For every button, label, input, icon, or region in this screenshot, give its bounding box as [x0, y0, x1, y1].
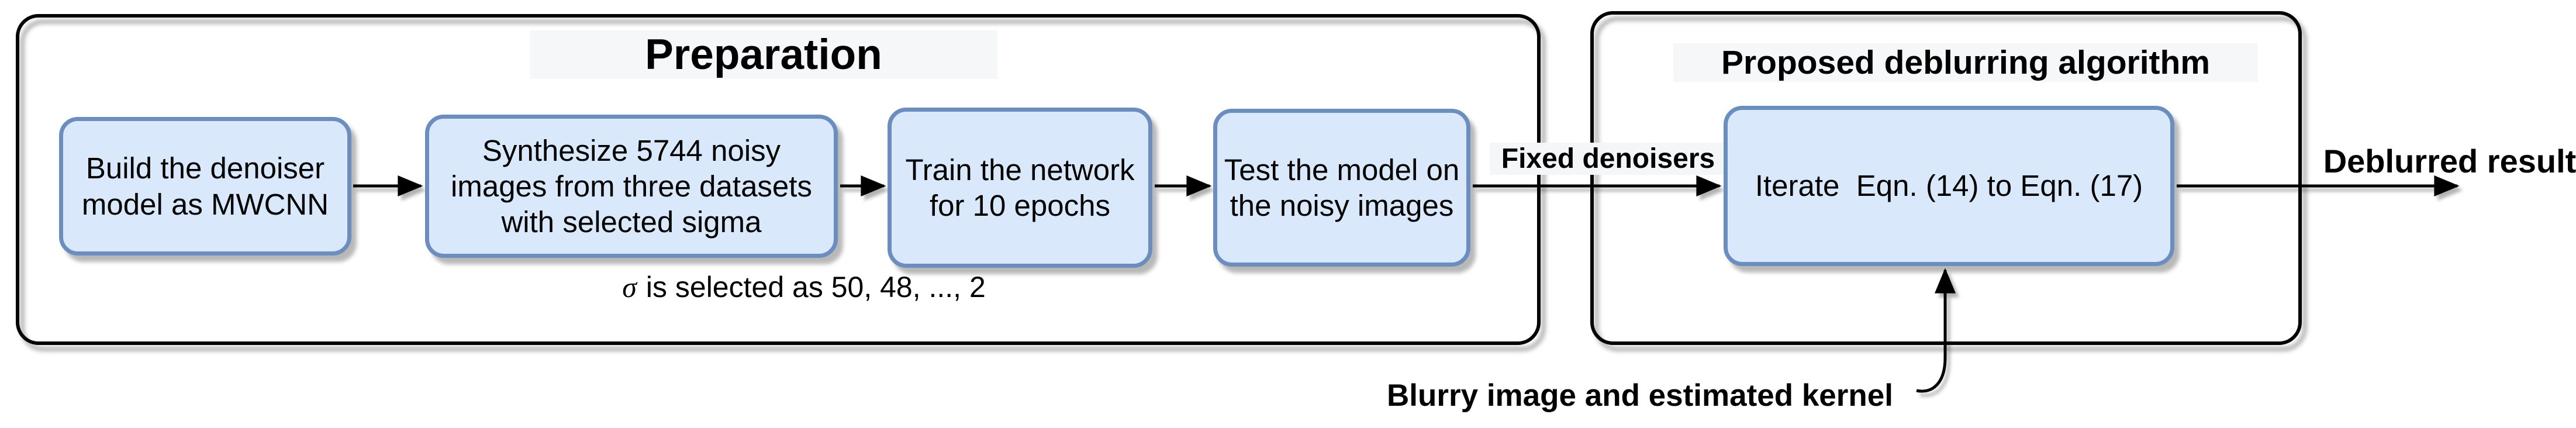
sigma-note-text: is selected as 50, 48, ..., 2 [645, 271, 986, 303]
sigma-symbol: σ [622, 271, 637, 303]
step-test-model: Test the model on the noisy images [1213, 109, 1470, 267]
preparation-frame [16, 14, 1541, 345]
algorithm-title: Proposed deblurring algorithm [1673, 43, 2258, 82]
deblurred-result-label: Deblurred result [2323, 143, 2576, 180]
blurry-input-label: Blurry image and estimated kernel [1387, 378, 1893, 413]
step-build-denoiser: Build the denoiser model as MWCNN [59, 117, 351, 256]
step-iterate-equations: Iterate Eqn. (14) to Eqn. (17) [1724, 106, 2174, 266]
fixed-denoisers-label: Fixed denoisers [1490, 143, 1726, 175]
step-synthesize-noisy-images: Synthesize 5744 noisy images from three … [425, 115, 838, 258]
preparation-title: Preparation [530, 30, 997, 79]
step-train-network: Train the network for 10 epochs [888, 108, 1152, 268]
arrow-blurry-input [1916, 268, 1956, 393]
